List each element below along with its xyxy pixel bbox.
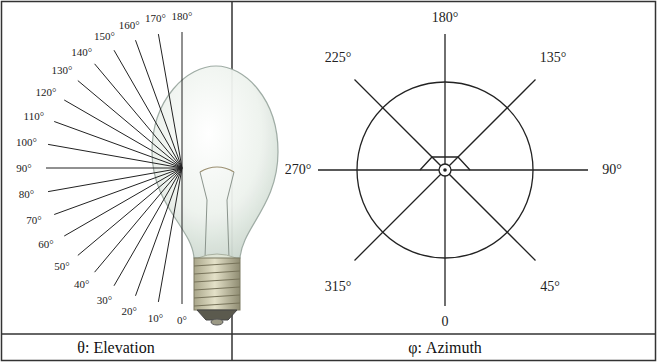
- elevation-angle: 80°: [19, 189, 34, 200]
- azimuth-angle: 135°: [540, 51, 567, 65]
- elevation-angle: 0°: [177, 315, 187, 326]
- elevation-angle: 120°: [35, 87, 56, 98]
- elevation-angle: 60°: [38, 239, 53, 250]
- elevation-ray: [182, 168, 183, 304]
- elevation-ray: [135, 40, 182, 168]
- elevation-angle: 50°: [54, 260, 69, 271]
- elevation-rays: [46, 32, 182, 304]
- elevation-angle: 150°: [94, 31, 115, 42]
- elevation-angle: 40°: [74, 279, 89, 290]
- caption-divider: [2, 333, 656, 335]
- elevation-angle: 90°: [16, 163, 31, 174]
- panel-caption: θ: Elevation: [77, 340, 154, 356]
- elevation-angle: 30°: [97, 294, 112, 305]
- panel-caption: φ: Azimuth: [408, 340, 482, 356]
- elevation-angle: 180°: [172, 11, 193, 22]
- azimuth-angle: 180°: [432, 11, 459, 25]
- azimuth-chart: [318, 34, 588, 306]
- elevation-ray: [64, 100, 182, 168]
- elevation-angle: 160°: [119, 20, 140, 31]
- azimuth-angle: 225°: [325, 51, 352, 65]
- elevation-ray: [78, 168, 182, 255]
- azimuth-angle: 315°: [325, 280, 352, 294]
- elevation-angle: 140°: [71, 46, 92, 57]
- elevation-ray: [48, 168, 182, 192]
- elevation-ray: [182, 32, 183, 168]
- elevation-ray: [114, 168, 182, 286]
- elevation-ray: [95, 64, 182, 168]
- elevation-angle: 10°: [148, 312, 163, 323]
- elevation-angle: 20°: [122, 305, 137, 316]
- elevation-ray: [46, 168, 182, 169]
- azimuth-angle: 0: [442, 315, 449, 329]
- elevation-angle: 130°: [52, 65, 73, 76]
- elevation-ray: [158, 34, 182, 168]
- elevation-angle: 70°: [26, 214, 41, 225]
- elevation-angle: 170°: [145, 13, 166, 24]
- elevation-angle: 100°: [16, 136, 37, 147]
- elevation-angle: 110°: [24, 111, 45, 122]
- azimuth-angle: 90°: [602, 163, 622, 177]
- elevation-ray: [54, 168, 182, 215]
- azimuth-angle: 45°: [540, 280, 560, 294]
- azimuth-angle: 270°: [285, 163, 312, 177]
